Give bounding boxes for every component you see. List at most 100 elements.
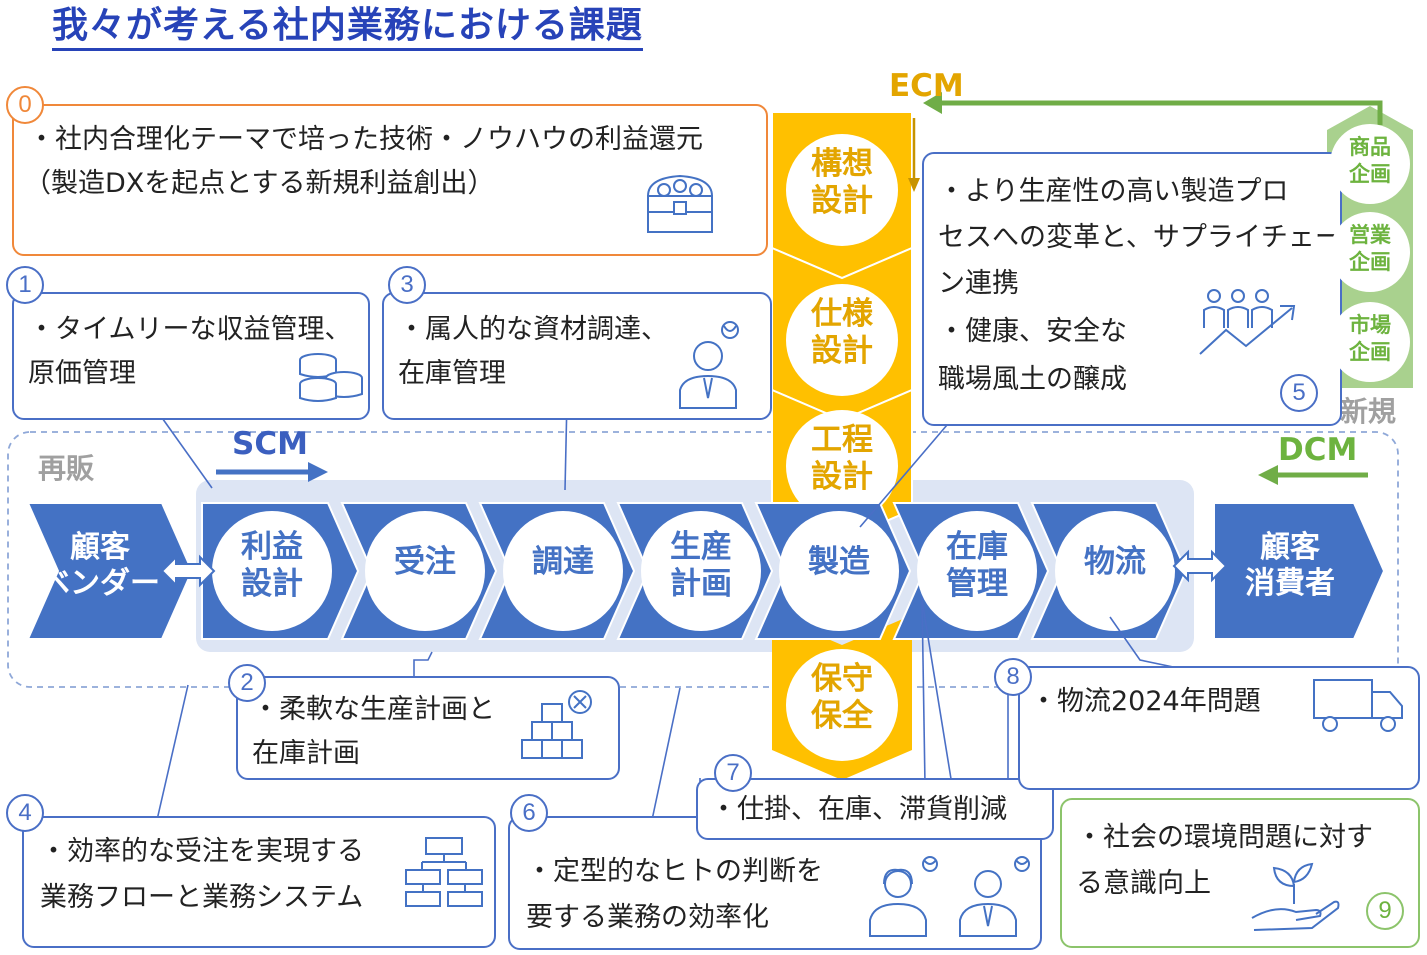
chain-label-4: 生産計画: [670, 529, 732, 602]
svg-text:顧客: 顧客: [70, 530, 130, 565]
scm-arrow-head: [308, 462, 328, 482]
svg-text:市場: 市場: [1349, 313, 1391, 337]
svg-text:商品: 商品: [1349, 135, 1391, 159]
issue-4-line-2: 業務フローと業務システム: [40, 882, 364, 913]
svg-text:営業: 営業: [1349, 223, 1392, 247]
svg-text:企画: 企画: [1348, 250, 1391, 274]
chain-label-7: 物流: [1084, 544, 1146, 580]
chain-circle-6: [917, 511, 1037, 631]
flowchart-icon: [405, 837, 483, 907]
issue-box-7: ・仕掛、在庫、滞貨削減: [696, 778, 1054, 840]
issue-number-5: 5: [1280, 374, 1318, 412]
workers-icon: [869, 856, 1030, 937]
issue-3-line-2: 在庫管理: [398, 358, 506, 389]
issue-5-line-3: ン連携: [938, 268, 1019, 299]
issue-7-line-1: ・仕掛、在庫、滞貨削減: [710, 794, 1007, 825]
issue-box-5: ・より生産性の高い製造プロ セスへの変革と、サプライチェー ン連携 ・健康、安全…: [922, 152, 1342, 426]
issue-box-3: ・属人的な資材調達、 在庫管理: [382, 292, 772, 420]
issue-3-line-1: ・属人的な資材調達、: [398, 314, 668, 345]
issue-5-line-1: ・より生産性の高い製造プロ: [938, 176, 1289, 207]
issue-1-line-2: 原価管理: [28, 358, 136, 389]
dcm-arrow-head: [1258, 465, 1278, 485]
ecm-circle-2: [786, 410, 898, 522]
ecm-arrow-head: [923, 92, 942, 114]
svg-text:ベンダー: ベンダー: [40, 566, 160, 601]
resale-region: [7, 431, 1399, 688]
issue-number-9: 9: [1366, 892, 1404, 930]
issue-9-line-1: ・社会の環境問題に対す: [1076, 822, 1373, 853]
issue-2-line-1: ・柔軟な生産計画と: [252, 694, 495, 725]
chain-label-5: 製造: [808, 544, 870, 580]
svg-text:在庫: 在庫: [946, 529, 1008, 565]
chain-label-3: 調達: [532, 544, 594, 580]
chain-circle-5: [779, 511, 899, 631]
svg-text:企画: 企画: [1348, 340, 1391, 364]
issue-number-6: 6: [510, 794, 548, 832]
svg-text:消費者: 消費者: [1245, 566, 1335, 601]
dcm-circle-2: [1330, 302, 1410, 382]
svg-text:仕様: 仕様: [811, 296, 874, 332]
issue-0-line-2: （製造DXを起点とする新規利益創出）: [24, 168, 495, 199]
svg-text:計画: 計画: [670, 566, 732, 602]
chain-circle-2: [365, 511, 485, 631]
double-arrow-left: [160, 554, 216, 588]
issue-1-line-1: ・タイムリーな収益管理、: [28, 314, 352, 345]
boxes-icon: [521, 690, 592, 759]
issue-6-line-2: 要する業務の効率化: [526, 902, 769, 933]
svg-text:企画: 企画: [1348, 162, 1391, 186]
resale-label: 再販: [38, 452, 95, 485]
issue-2-line-2: 在庫計画: [252, 738, 360, 769]
new-business-label: 新規: [1340, 395, 1397, 428]
svg-text:工程: 工程: [811, 422, 873, 458]
coins-icon: [299, 353, 363, 402]
issue-number-7: 7: [714, 754, 752, 792]
chain-chevron-8: [1213, 502, 1386, 640]
issue-box-0: ・社内合理化テーマで培った技術・ノウハウの利益還元 （製造DXを起点とする新規利…: [12, 104, 768, 256]
svg-text:設計: 設計: [811, 459, 873, 495]
page-title: 我々が考える社内業務における課題: [52, 4, 643, 51]
svg-text:設計: 設計: [811, 333, 873, 369]
ecm-circle-3: [786, 649, 898, 761]
issue-number-1: 1: [6, 266, 44, 304]
confused-worker-icon: [679, 321, 739, 409]
issue-5-line-5: 職場風土の醸成: [938, 364, 1127, 395]
svg-text:調達: 調達: [532, 544, 594, 580]
plant-hand-icon: [1251, 862, 1340, 931]
issue-8-line-1: ・物流2024年問題: [1030, 686, 1261, 717]
chain-label-6: 在庫管理: [946, 529, 1008, 602]
svg-text:設計: 設計: [811, 183, 873, 219]
chain-label-2: 受注: [394, 544, 456, 580]
issue-box-9: ・社会の環境問題に対す る意識向上: [1060, 798, 1420, 948]
ecm-down-arrowhead: [908, 178, 920, 192]
svg-text:顧客: 顧客: [1260, 530, 1320, 565]
issue-box-4: ・効率的な受注を実現する 業務フローと業務システム: [22, 816, 496, 948]
dcm-label: DCM: [1278, 432, 1358, 468]
issue-box-1: ・タイムリーな収益管理、 原価管理: [12, 292, 370, 420]
issue-9-line-2: る意識向上: [1076, 868, 1211, 899]
chain-circle-3: [503, 511, 623, 631]
ecm-circle-1: [786, 284, 898, 396]
issue-number-3: 3: [388, 266, 426, 304]
issue-box-2: ・柔軟な生産計画と 在庫計画: [236, 676, 620, 780]
double-arrow-right: [1172, 549, 1228, 583]
issue-number-0: 0: [6, 86, 44, 124]
issue-6-line-1: ・定型的なヒトの判断を: [526, 856, 823, 887]
chain-chevron-0: [26, 502, 194, 640]
truck-icon: [1313, 679, 1403, 732]
chain-circle-4: [641, 511, 761, 631]
svg-text:利益: 利益: [241, 529, 303, 565]
svg-text:構想: 構想: [811, 146, 873, 182]
svg-text:設計: 設計: [241, 566, 303, 602]
svg-text:製造: 製造: [808, 544, 870, 580]
treasure-chest-icon: [646, 174, 714, 233]
svg-text:保守: 保守: [811, 661, 873, 697]
